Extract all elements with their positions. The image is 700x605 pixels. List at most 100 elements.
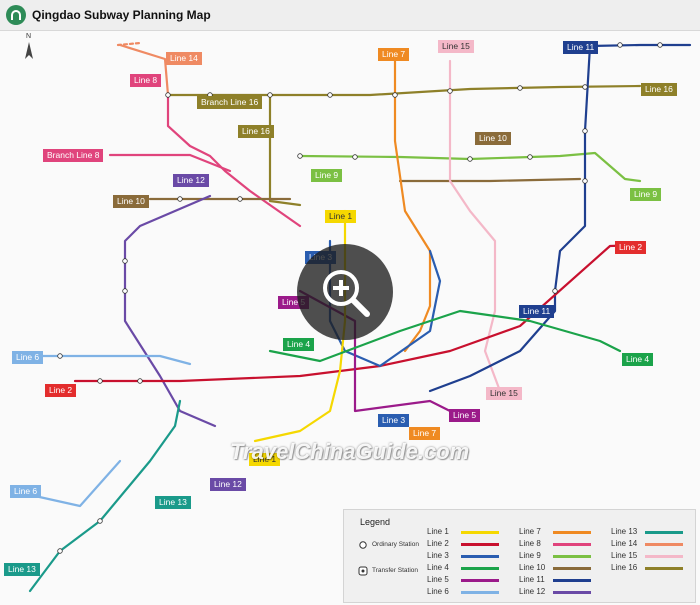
station (352, 154, 358, 160)
legend-item-label: Line 7 (519, 527, 541, 536)
line-tag-line-9: Line 9 (311, 169, 343, 182)
legend-item-line-12: Line 12 (519, 587, 605, 599)
legend-item-line-16: Line 16 (611, 563, 697, 575)
line-tag-line-12: Line 12 (173, 174, 209, 187)
legend-item-swatch (645, 531, 683, 534)
map-legend: Legend Ordinary Station Transfer Station… (343, 509, 696, 603)
line-16-route (268, 93, 302, 207)
station (657, 42, 663, 48)
line-tag-line-7: Line 7 (378, 48, 410, 61)
station (582, 128, 588, 134)
line-tag-line-3: Line 3 (378, 414, 410, 427)
station (57, 548, 63, 554)
ordinary-station-icon (359, 541, 367, 549)
line-14-dashed (116, 41, 142, 47)
legend-item-label: Line 15 (611, 551, 638, 560)
station (527, 154, 533, 160)
legend-item-line-9: Line 9 (519, 551, 605, 563)
line-15-route (448, 59, 502, 393)
legend-item-swatch (461, 555, 499, 558)
station (137, 378, 143, 384)
station (447, 88, 453, 94)
line-6-route (33, 459, 122, 508)
legend-item-line-14: Line 14 (611, 539, 697, 551)
legend-item-label: Line 12 (519, 587, 546, 596)
line-tag-line-16: Line 16 (641, 83, 677, 96)
legend-item-line-5: Line 5 (427, 575, 513, 587)
line-tag-line-2: Line 2 (45, 384, 77, 397)
site-logo-icon (6, 5, 26, 25)
station (392, 92, 398, 98)
legend-item-label: Line 16 (611, 563, 638, 572)
line-12-route (123, 194, 217, 428)
line-6-route (38, 354, 192, 366)
zoom-button[interactable] (297, 244, 393, 340)
line-tag-line-10: Line 10 (475, 132, 511, 145)
legend-item-swatch (645, 543, 683, 546)
legend-item-swatch (645, 567, 683, 570)
legend-item-line-4: Line 4 (427, 563, 513, 575)
line-2-route (73, 243, 642, 383)
line-tag-line-10: Line 10 (113, 195, 149, 208)
legend-item-label: Line 2 (427, 539, 449, 548)
line-16-route (166, 84, 642, 97)
legend-item-swatch (553, 591, 591, 594)
station (582, 84, 588, 90)
legend-item-line-1: Line 1 (427, 527, 513, 539)
legend-item-label: Line 5 (427, 575, 449, 584)
line-7-route (393, 59, 432, 353)
station (582, 178, 588, 184)
line-tag-line-1: Line 1 (325, 210, 357, 223)
line-tag-line-1: Line 1 (249, 453, 281, 466)
line-tag-line-6: Line 6 (12, 351, 44, 364)
station (517, 85, 523, 91)
header-bar: Qingdao Subway Planning Map (0, 0, 700, 31)
legend-item-line-11: Line 11 (519, 575, 605, 587)
legend-item-line-8: Line 8 (519, 539, 605, 551)
line-9-route (298, 151, 642, 183)
line-tag-line-13: Line 13 (4, 563, 40, 576)
line-tag-line-16: Line 16 (238, 125, 274, 138)
legend-item-label: Line 14 (611, 539, 638, 548)
line-tag-line-11: Line 11 (563, 41, 599, 54)
legend-item-label: Line 10 (519, 563, 546, 572)
line-8-route (166, 93, 302, 228)
legend-item-swatch (553, 531, 591, 534)
line-tag-line-6: Line 6 (10, 485, 42, 498)
station (97, 518, 103, 524)
line-tag-line-9: Line 9 (630, 188, 662, 201)
legend-item-swatch (461, 591, 499, 594)
line-tag-line-14: Line 14 (166, 52, 202, 65)
station (57, 353, 63, 359)
legend-item-line-15: Line 15 (611, 551, 697, 563)
line-tag-line-13: Line 13 (155, 496, 191, 509)
watermark: TravelChinaGuide.com (230, 439, 470, 464)
legend-title: Legend (360, 517, 391, 527)
north-label: N (26, 33, 32, 40)
legend-item-line-7: Line 7 (519, 527, 605, 539)
legend-item-line-10: Line 10 (519, 563, 605, 575)
line-10-route (398, 177, 582, 183)
line-tag-line-4: Line 4 (622, 353, 654, 366)
legend-item-line-3: Line 3 (427, 551, 513, 563)
station (165, 92, 171, 98)
legend-item-swatch (461, 543, 499, 546)
line-11-route (588, 43, 692, 48)
page-title: Qingdao Subway Planning Map (32, 8, 211, 22)
legend-item-label: Line 6 (427, 587, 449, 596)
line-tag-branch-line-8: Branch Line 8 (43, 149, 104, 162)
station (552, 288, 558, 294)
line-4-route (268, 309, 622, 363)
station (122, 288, 128, 294)
station (237, 196, 243, 202)
station (467, 156, 473, 162)
station (122, 258, 128, 264)
legend-item-swatch (553, 579, 591, 582)
line-tag-line-7: Line 7 (409, 427, 441, 440)
line-tag-branch-line-16: Branch Line 16 (197, 96, 263, 109)
line-13-route (28, 399, 182, 593)
legend-item-swatch (461, 567, 499, 570)
line-tag-line-11: Line 11 (519, 305, 555, 318)
line-tag-line-12: Line 12 (210, 478, 246, 491)
legend-item-line-6: Line 6 (427, 587, 513, 599)
